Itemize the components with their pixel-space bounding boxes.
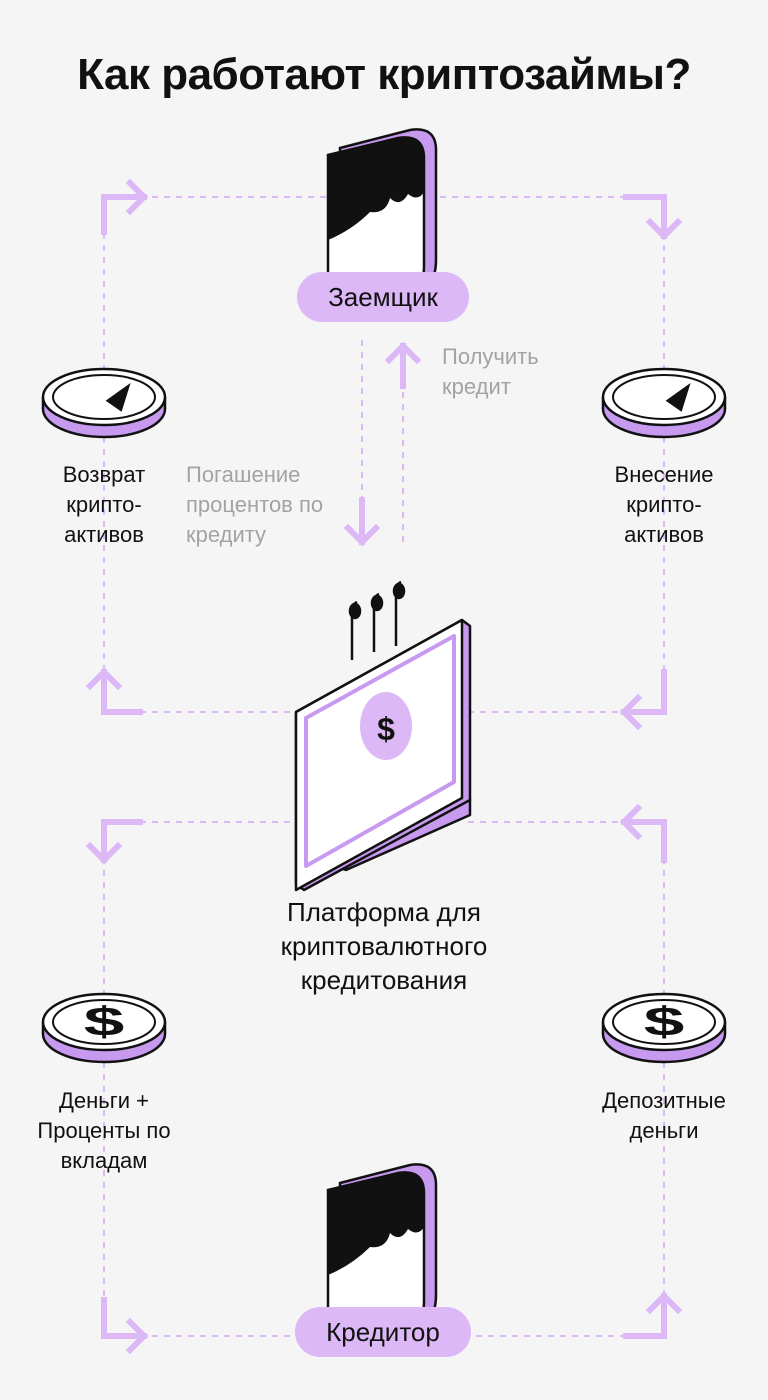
ethereum-icon <box>73 380 134 415</box>
arrow-deposit-crypto-platform <box>619 669 667 731</box>
borrower-pill: Заемщик <box>297 272 469 322</box>
flow-label-deposit-crypto: Внесение крипто-активов <box>614 462 714 547</box>
flow-label-money-interest: Деньги + Проценты по вкладам <box>37 1088 171 1173</box>
platform-monitor-icon: $ <box>294 580 472 892</box>
page-title: Как работают криптозаймы? <box>77 50 691 99</box>
platform-dollar-symbol: $ <box>377 711 395 747</box>
dollar-icon: $ <box>644 1000 685 1045</box>
coin-money-interest: $ <box>41 992 167 1064</box>
coin-deposit-crypto <box>601 367 727 439</box>
arrow-lender-deposit-up <box>623 1291 683 1339</box>
flow-label-return-crypto: Возврат крипто-активов <box>62 462 146 547</box>
coin-deposit-money: $ <box>601 992 727 1064</box>
coin-return-crypto <box>41 367 167 439</box>
flow-label-get-credit: Получить кредит <box>442 344 539 399</box>
flow-label-deposit-money: Депозитные деньги <box>602 1088 726 1143</box>
arrow-repay-interest-down <box>343 497 381 547</box>
ethereum-icon <box>633 380 694 415</box>
arrow-money-interest-out <box>85 819 143 865</box>
lender-pill: Кредитор <box>295 1307 471 1357</box>
arrow-get-credit-up <box>384 341 422 389</box>
arrow-deposit-money-in <box>619 803 667 863</box>
arrow-return-crypto-corner <box>101 178 149 235</box>
arrow-money-interest-to-lender <box>101 1297 149 1355</box>
flow-label-repay-interest: Погашение процентов по кредиту <box>186 462 324 547</box>
arrow-return-crypto-up <box>85 667 143 715</box>
platform-label: Платформа для криптовалютного кредитован… <box>280 897 488 995</box>
arrow-deposit-crypto-corner <box>623 194 683 241</box>
dollar-icon: $ <box>84 1000 125 1045</box>
flow-arrows <box>85 178 683 1355</box>
